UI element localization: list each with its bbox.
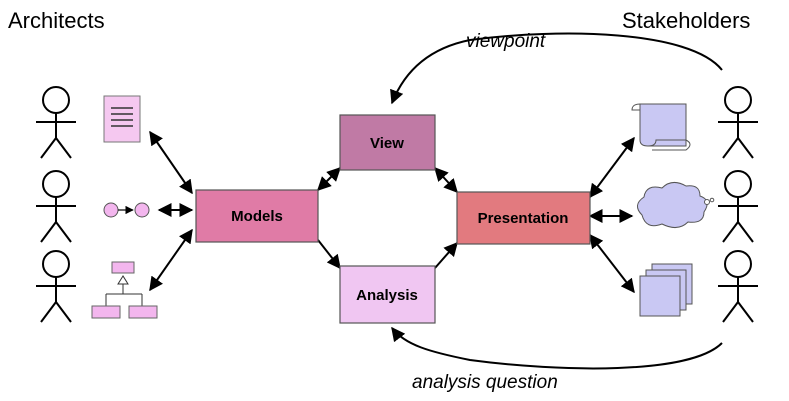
models-label: Models — [231, 208, 283, 225]
analysis-question-label: analysis question — [412, 372, 558, 393]
architects-heading: Architects — [8, 8, 105, 33]
scroll-icon — [631, 103, 691, 151]
cloud-icon — [637, 182, 715, 228]
architect-figure — [36, 170, 76, 243]
stakeholder-figure — [718, 170, 758, 243]
presentation-box: Presentation — [456, 191, 591, 245]
stakeholder-figure — [718, 86, 758, 159]
architect-figure — [36, 86, 76, 159]
analysis-box: Analysis — [339, 265, 436, 324]
presentation-label: Presentation — [478, 210, 569, 227]
node-link-icon — [103, 202, 150, 218]
analysis-question-curve-arrow — [391, 326, 723, 370]
document-stack-icon — [639, 263, 693, 317]
view-label: View — [370, 135, 404, 152]
class-diagram-icon — [91, 261, 158, 319]
document-icon — [103, 95, 141, 143]
analysis-label: Analysis — [356, 287, 418, 304]
viewpoint-curve-arrow — [390, 32, 723, 105]
connectors — [149, 130, 635, 294]
viewpoint-label: viewpoint — [466, 31, 546, 52]
stakeholders-heading: Stakeholders — [622, 8, 750, 33]
stakeholder-figure — [718, 250, 758, 323]
architect-figure — [36, 250, 76, 323]
view-box: View — [339, 114, 436, 171]
models-box: Models — [195, 189, 319, 243]
